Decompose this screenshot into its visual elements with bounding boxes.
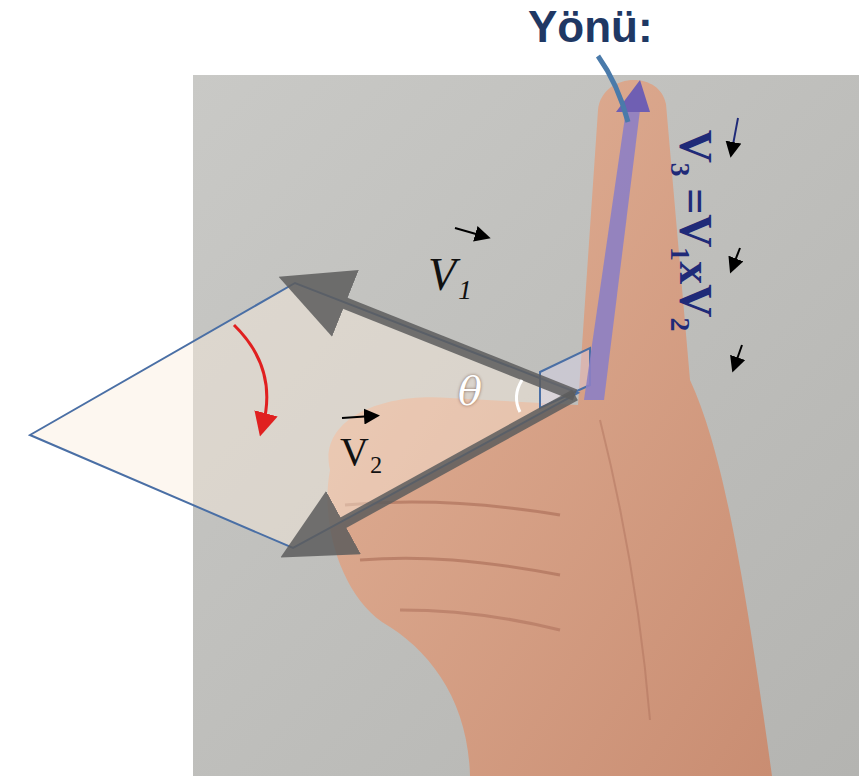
vector-label: V₂ <box>340 428 383 475</box>
direction-heading: Yönü: <box>528 2 653 52</box>
vector-label: V₁ <box>428 248 472 301</box>
cross-product-formula: V₃ =V₁xV₂ <box>670 129 723 331</box>
angle-label: θ <box>458 368 482 414</box>
